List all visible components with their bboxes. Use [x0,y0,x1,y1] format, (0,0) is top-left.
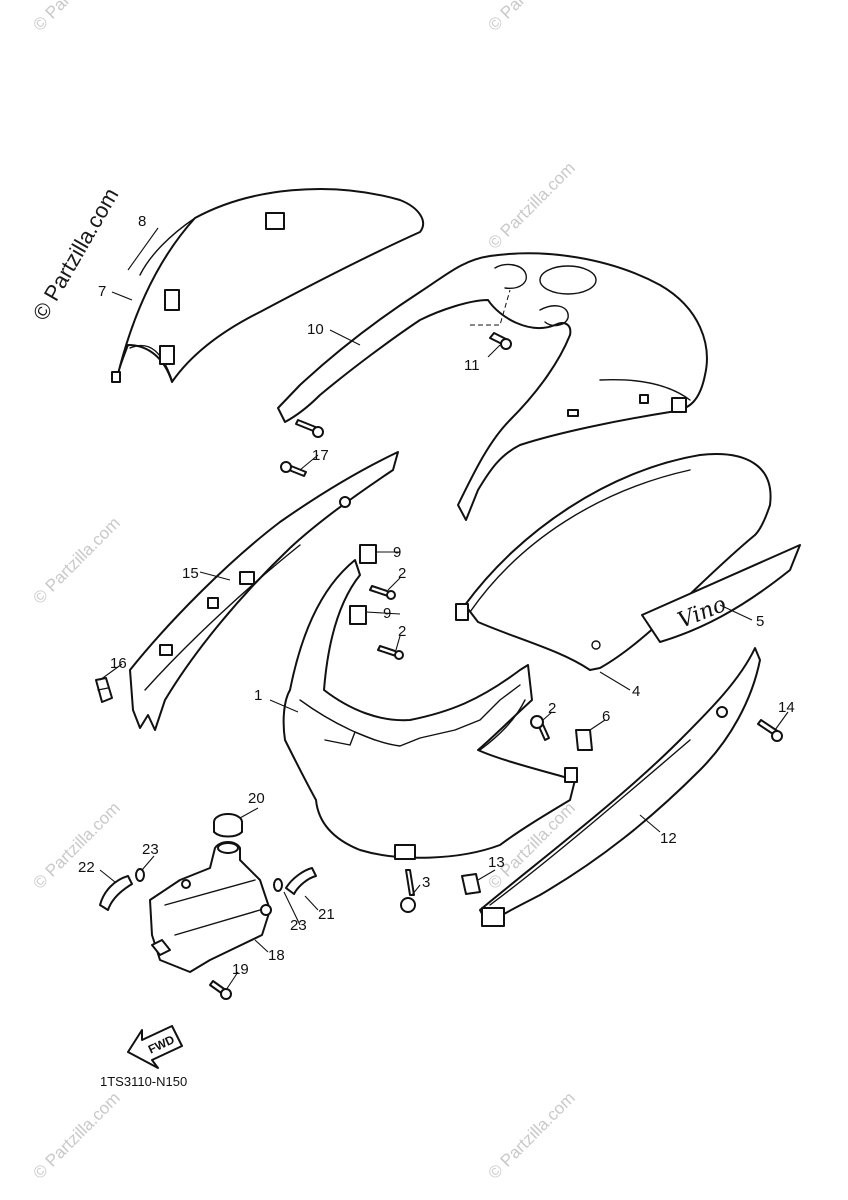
watermark-prominent: © Partzilla.com [28,184,124,325]
watermark: © Partzilla.com [29,798,123,892]
callout-2: 2 [398,565,406,582]
callout-10: 10 [307,321,324,338]
callout-23: 23 [142,841,159,858]
watermark: © Partzilla.com [484,158,578,252]
callout-22: 22 [78,859,95,876]
part-11-screw [489,332,512,350]
fwd-arrow: FWD [127,1025,183,1069]
callout-3: 3 [422,874,430,891]
part-22-hose [99,875,133,911]
part-2-screws [369,585,550,741]
callout-9: 9 [393,544,401,561]
part-16-clip [95,677,113,703]
screw-near-10 [295,419,324,438]
part-18-tank [149,841,272,973]
part-1-leg-shield [282,559,578,860]
watermark: © Partzilla.com [29,1088,123,1182]
watermark: © Partzilla.com [484,0,578,35]
part-13-clip [461,873,481,895]
callout-16: 16 [110,655,127,672]
callout-4: 4 [632,683,640,700]
callout-2: 2 [548,700,556,717]
leader-lines [99,227,789,991]
callout-5: 5 [756,613,764,630]
callout-11: 11 [464,357,480,374]
callout-12: 12 [660,830,677,847]
part-4-side-cover: Vino [455,453,801,671]
part-12-lower-panel [479,647,761,927]
callout-21: 21 [318,906,335,923]
part-14-screw [757,719,783,742]
drawing-code: 1TS3110-N150 [100,1074,187,1089]
callout-17: 17 [312,447,329,464]
callout-23: 23 [290,917,307,934]
callout-18: 18 [268,947,285,964]
callout-19: 19 [232,961,249,978]
callout-15: 15 [182,565,199,582]
part-21-hose [285,867,317,895]
watermark: © Partzilla.com [29,513,123,607]
part-23-clamp [135,868,283,892]
callout-2: 2 [398,623,406,640]
callout-6: 6 [602,708,610,725]
part-20-cap [213,813,243,838]
part-10-upper-cover [277,252,708,521]
callout-20: 20 [248,790,265,807]
part-6-clip [575,729,593,751]
callout-14: 14 [778,699,795,716]
callout-7: 7 [98,283,106,300]
callouts: 8 7 10 11 17 15 16 9 2 9 2 5 4 1 2 6 14 … [78,213,795,978]
part-3-bolt [400,869,416,913]
watermark: © Partzilla.com [29,0,123,35]
callout-1: 1 [254,687,262,704]
callout-8: 8 [138,213,146,230]
watermark: © Partzilla.com [484,1088,578,1182]
callout-9: 9 [383,605,391,622]
callout-13: 13 [488,854,505,871]
part-9-nut [349,544,377,625]
part-17-screw [280,461,307,477]
part-15-side-rail [129,451,399,731]
part-7-rear-cowl [111,188,425,383]
part-19-screw [209,980,232,1000]
